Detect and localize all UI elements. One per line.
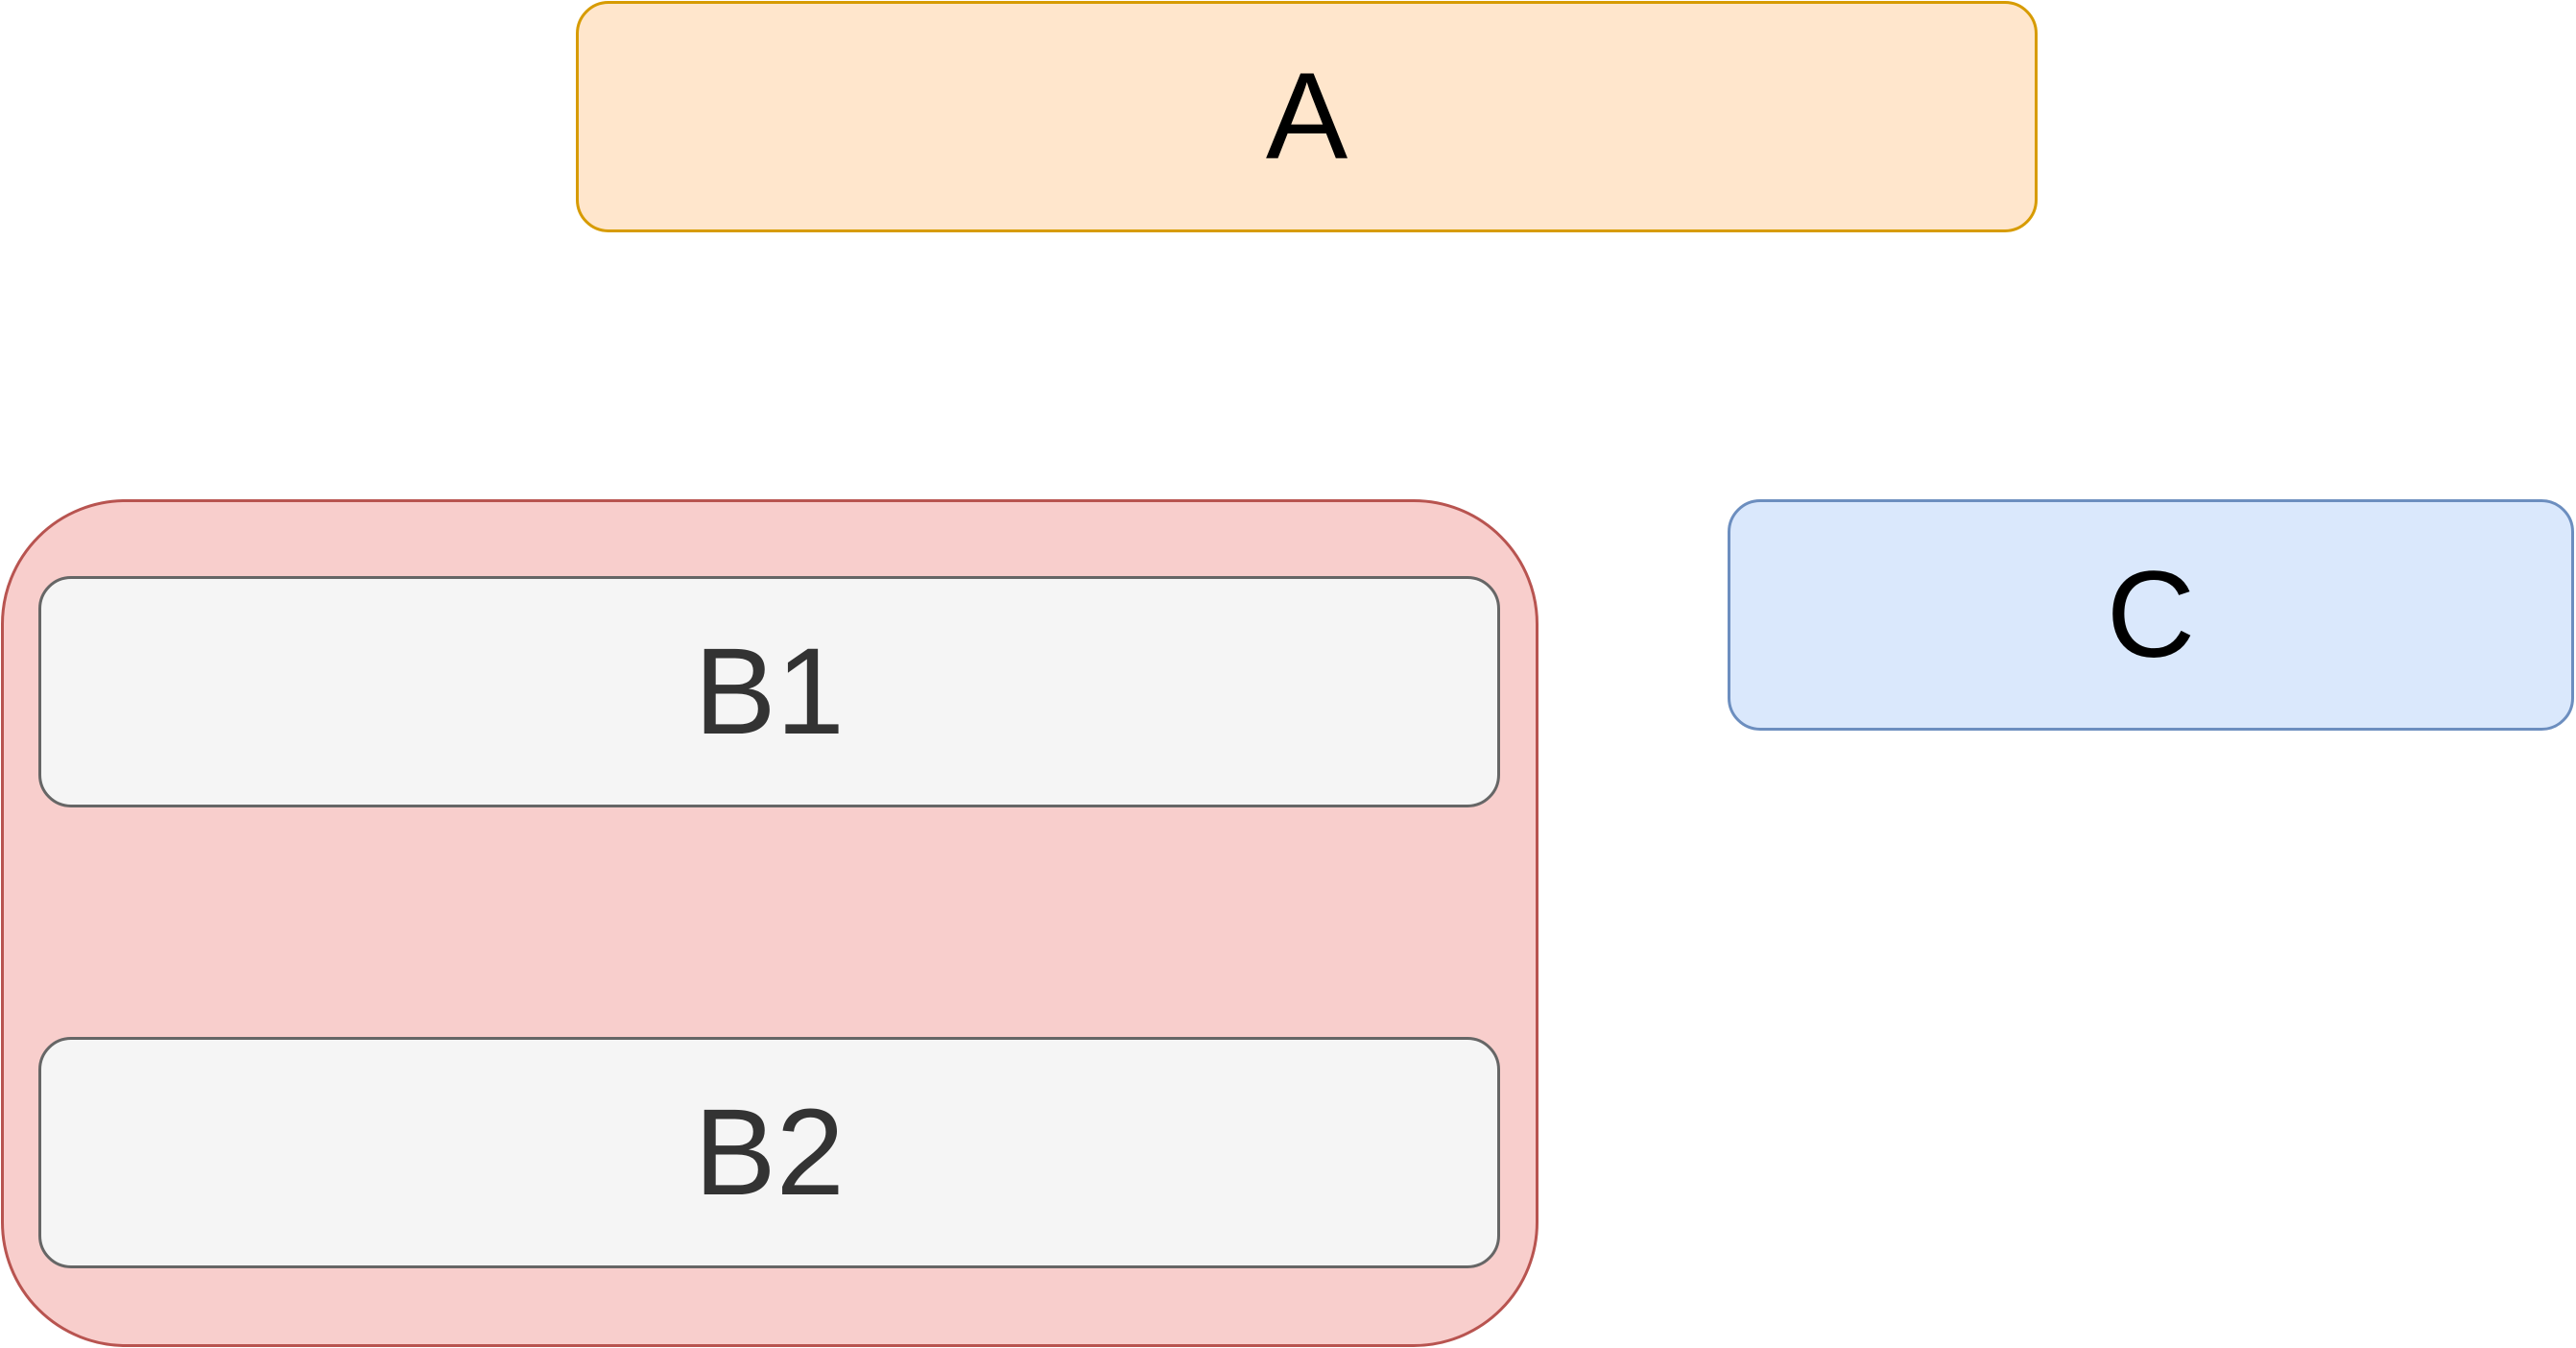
node-a[interactable]: A: [576, 1, 2038, 232]
node-c-label: C: [2106, 545, 2196, 684]
node-b1-label: B1: [694, 622, 845, 760]
node-c[interactable]: C: [1728, 499, 2574, 731]
node-b1[interactable]: B1: [38, 576, 1500, 807]
node-b2-label: B2: [694, 1083, 845, 1221]
node-a-label: A: [1265, 47, 1348, 185]
node-b2[interactable]: B2: [38, 1037, 1500, 1268]
